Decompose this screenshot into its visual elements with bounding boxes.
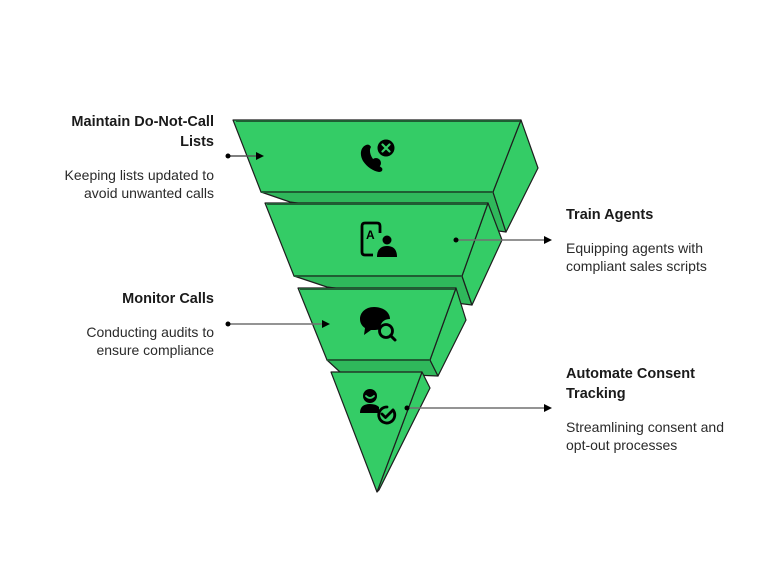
stage-1-title: Maintain Do-Not-Call Lists (71, 114, 214, 150)
phone-blocked-icon (360, 139, 395, 172)
stage-4-description: Streamlining consent and opt-out process… (566, 419, 724, 453)
svg-text:A: A (366, 228, 375, 242)
stage-3-title: Monitor Calls (122, 291, 214, 307)
stage-2-description: Equipping agents with compliant sales sc… (566, 240, 707, 274)
connector-1 (225, 152, 264, 160)
funnel-segment-3 (297, 287, 467, 377)
connector-4 (404, 404, 552, 412)
funnel-segment-2 (264, 202, 503, 306)
connector-3 (225, 320, 330, 328)
agent-script-icon: A (360, 221, 397, 257)
stage-3-label: Monitor Calls Conducting audits to ensur… (14, 289, 214, 359)
stage-1-description: Keeping lists updated to avoid unwanted … (64, 167, 214, 201)
chat-search-icon (360, 307, 397, 342)
funnel-segment-4 (330, 371, 431, 493)
stage-1-label: Maintain Do-Not-Call Lists Keeping lists… (14, 112, 214, 202)
stage-3-description: Conducting audits to ensure compliance (86, 324, 214, 358)
stage-4-title: Automate Consent Tracking (566, 366, 695, 402)
stage-2-title: Train Agents (566, 207, 654, 223)
stage-4-label: Automate Consent Tracking Streamlining c… (566, 364, 766, 454)
user-check-icon (360, 389, 397, 425)
stage-2-label: Train Agents Equipping agents with compl… (566, 205, 766, 275)
connector-2 (453, 236, 552, 244)
